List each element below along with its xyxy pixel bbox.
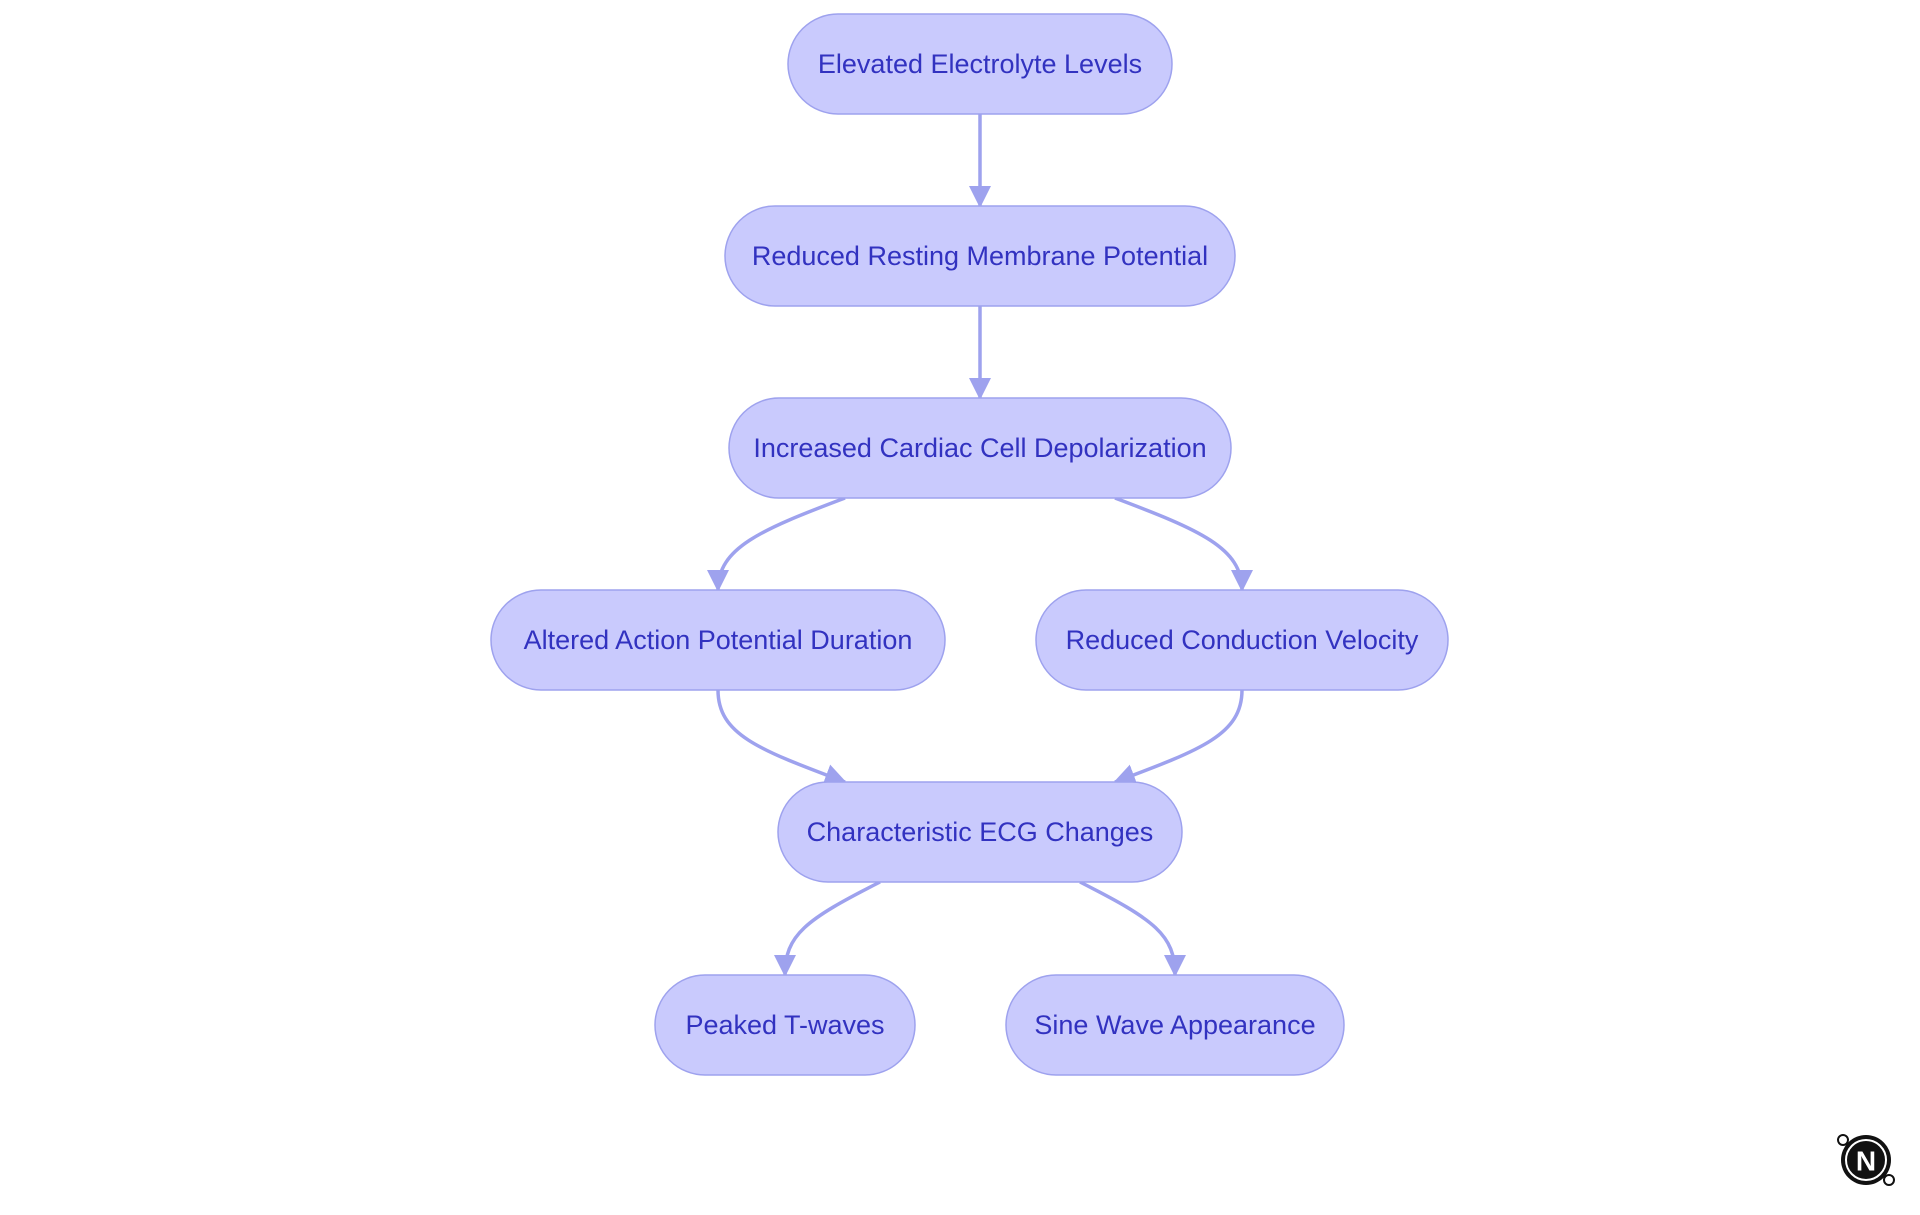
edge-n4-n6 [716,689,847,786]
node-box [787,13,1173,115]
brand-logo-icon: N [1837,1134,1895,1186]
node-label: Increased Cardiac Cell Depolarization [753,433,1206,463]
node-n1: Elevated Electrolyte Levels [787,13,1173,115]
node-label: Elevated Electrolyte Levels [818,49,1142,79]
node-label: Peaked T-waves [685,1010,884,1040]
node-label: Characteristic ECG Changes [807,817,1154,847]
edges-layer [707,114,1253,977]
node-box [654,974,916,1076]
edge-n6-n7 [774,880,881,977]
brand-logo-letter: N [1856,1146,1876,1177]
node-n8: Sine Wave Appearance [1005,974,1345,1076]
node-box [724,205,1236,307]
node-n7: Peaked T-waves [654,974,916,1076]
edge-n3-n4 [707,496,846,592]
node-n6: Characteristic ECG Changes [777,781,1183,883]
node-label: Reduced Resting Membrane Potential [752,241,1208,271]
node-box [490,589,946,691]
node-n2: Reduced Resting Membrane Potential [724,205,1236,307]
node-n4: Altered Action Potential Duration [490,589,946,691]
node-label: Altered Action Potential Duration [524,625,913,655]
edge-n5-n6 [1113,689,1244,786]
node-n5: Reduced Conduction Velocity [1035,589,1449,691]
node-n3: Increased Cardiac Cell Depolarization [728,397,1232,499]
edge-n3-n5 [1114,496,1253,592]
node-box [777,781,1183,883]
edge-n6-n8 [1079,880,1186,977]
node-label: Reduced Conduction Velocity [1066,625,1419,655]
node-box [1035,589,1449,691]
node-box [728,397,1232,499]
node-box [1005,974,1345,1076]
node-label: Sine Wave Appearance [1034,1010,1315,1040]
